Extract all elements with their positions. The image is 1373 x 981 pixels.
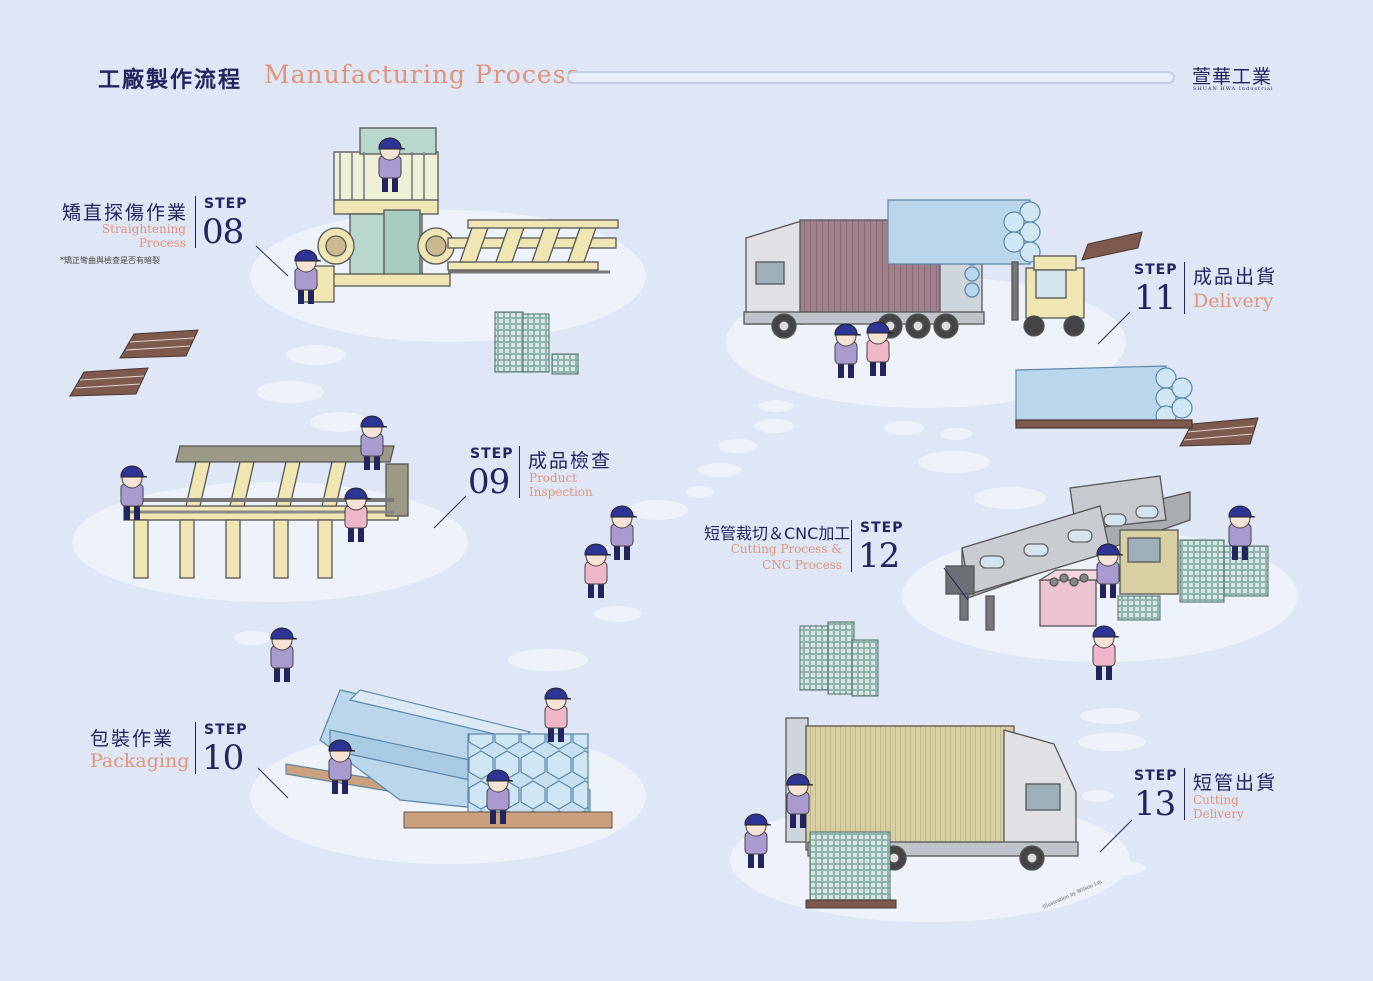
step-10-divider [195,722,196,774]
step-11-divider [1184,262,1185,314]
worker-figure [120,465,148,520]
brand-logo-text: 萱華工業 [1192,66,1273,88]
crates-step-13 [805,831,897,909]
page-title-zh: 工廠製作流程 [98,68,243,93]
step-12-title-zh: 短管裁切＆CNC加工 [704,524,851,543]
step-13-title-zh: 短管出貨 [1193,772,1278,794]
step-11-title-en: Delivery [1193,290,1274,312]
step-13-title-en-2: Delivery [1193,807,1244,821]
title-decorative-bar [567,71,1175,84]
worker-figure [1096,543,1124,598]
worker-figure [360,415,388,470]
worker-figure [866,321,894,376]
step-08-word: STEP [204,196,248,212]
step-08-title-en-1: Straightening [101,222,186,236]
pallet-step-10 [403,811,613,829]
step-08-divider [195,196,196,248]
pallets-left [69,329,199,397]
pallets-step-11 [1081,231,1259,447]
step-13-divider [1184,768,1185,820]
worker-figure [486,769,514,824]
worker-figure [1228,505,1256,560]
step-09-title-en-2: Inspection [529,485,593,499]
step-08-title-zh: 矯直探傷作業 [62,202,189,224]
step-09-number: 09 [468,462,510,502]
step-08-number: 08 [202,212,244,252]
crates-stack-2 [799,621,879,697]
leader-lines [255,245,1133,853]
path-bubbles [234,345,1146,875]
step-11-number: 11 [1134,278,1176,318]
step-11-title-zh: 成品出貨 [1193,266,1278,288]
worker-figure [786,773,814,828]
step-13-number: 13 [1134,784,1176,824]
worker-figure [544,687,572,742]
pipes-stock-bottom [1015,365,1193,429]
step-11-word: STEP [1134,262,1178,278]
inspection-table [123,445,409,579]
cnc-machine [945,475,1191,631]
worker-figure [610,505,638,560]
step-12-title-en-2: CNC Process [762,558,842,572]
step-12-number: 12 [858,536,900,576]
step-10-word: STEP [204,722,248,738]
worker-figure [344,487,372,542]
step-08-title-en-2: Process [138,236,186,250]
step-09-word: STEP [470,446,514,462]
step-09-title-zh: 成品檢查 [528,450,613,472]
step-12-title-en-1: Cutting Process & [730,542,842,556]
crates-stack-1 [494,311,579,375]
page-title-en: Manufacturing Process [264,60,581,89]
step-10-number: 10 [202,738,244,778]
step-12-word: STEP [860,520,904,536]
worker-figure [328,739,356,794]
forklift [1011,255,1085,337]
brand-subtitle: SHUAN HWA Industrial [1193,86,1274,92]
step-13-title-en-1: Cutting [1193,793,1239,807]
worker-figure [270,627,298,682]
workers [120,137,1256,868]
step-10-title-zh: 包裝作業 [90,728,175,750]
worker-figure [294,249,322,304]
step-09-divider [519,446,520,498]
crates-step-12 [1117,539,1269,621]
worker-figure [1092,625,1120,680]
step-09-title-en-1: Product [529,471,577,485]
step-10-title-en: Packaging [90,750,190,772]
step-12-divider [851,520,852,572]
worker-figure [378,137,406,192]
worker-figure [834,323,862,378]
worker-figure [744,813,772,868]
step-08-note: *矯正彎曲與檢查是否有暗裂 [60,256,160,265]
pipes-stock-top [887,199,1041,265]
worker-figure [584,543,612,598]
step-13-word: STEP [1134,768,1178,784]
